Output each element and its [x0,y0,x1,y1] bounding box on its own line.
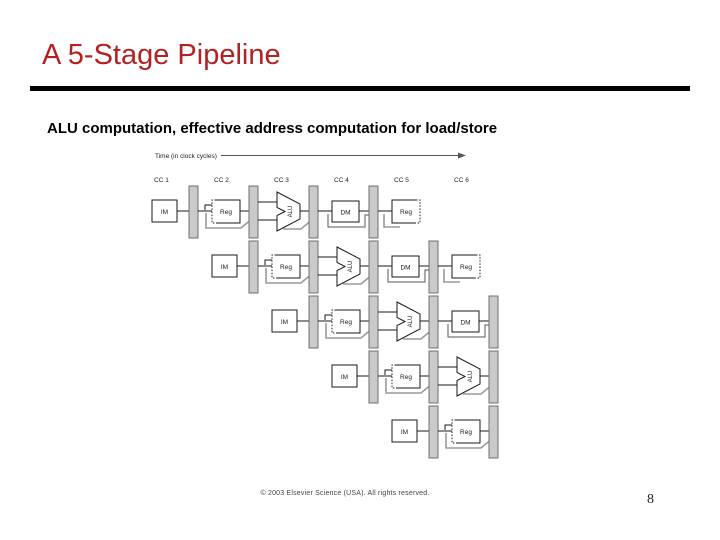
stage-box-reg-dashed-edge [416,199,421,224]
pipeline-register-bar [248,240,259,294]
stage-label-alu: ALU [288,206,294,218]
pipeline-register-bar [368,295,379,349]
reg-read-decor [445,433,494,449]
stage-box-reg-dashed-edge [451,419,456,444]
reg-write-decor [443,269,460,283]
reg-read-decor [205,213,254,229]
stage-label-reg: Reg [220,209,232,216]
stage-label-reg: Reg [400,374,412,381]
pipeline-register-bar [368,185,379,239]
stage-label-im: IM [401,429,408,436]
clock-cycle-label: CC 4 [334,177,349,184]
stage-box-reg [391,199,416,224]
stage-box-reg-bg [452,255,480,278]
stage-box-reg-bg [392,200,420,223]
pipeline-register-bar [428,240,439,294]
pipeline-register-bar [488,350,499,404]
slide-title: A 5-Stage Pipeline [42,39,281,71]
stage-alu [456,356,481,397]
pipeline-register-bar [188,185,199,239]
title-underline [30,86,690,91]
stage-box-reg-bg [452,420,480,443]
stage-label-dm: DM [460,320,470,327]
time-axis-label: Time (in clock cycles) [155,153,217,160]
pipeline-register-bar [488,295,499,349]
reg-input-bracket [444,424,452,430]
stage-box-reg-dashed-edge [331,309,336,334]
reg-read-decor [265,268,314,284]
reg-write-decor [383,214,400,228]
pipeline-register-bar [428,350,439,404]
stage-label-im: IM [341,374,348,381]
reg-input-bracket [264,259,272,265]
stage-label-im: IM [221,264,228,271]
stage-box-reg-dashed-edge [211,199,216,224]
time-axis-arrowhead-icon [458,152,466,159]
reg-read-decor [385,378,434,394]
pipeline-register-bar [308,185,319,239]
reg-read-decor [325,323,374,339]
clock-cycle-label: CC 1 [154,177,169,184]
stage-box-reg [451,254,476,279]
pipeline-register-bar [308,295,319,349]
stage-label-reg: Reg [280,264,292,271]
stage-label-alu: ALU [408,316,414,328]
reg-input-bracket [324,314,332,320]
clock-cycle-label: CC 3 [274,177,289,184]
stage-box-reg-dashed-edge [271,254,276,279]
stage-label-im: IM [161,209,168,216]
stage-box-reg-dashed-edge [391,364,396,389]
reg-input-bracket [384,369,392,375]
pipeline-register-bar [308,240,319,294]
stage-label-reg: Reg [340,319,352,326]
pipeline-register-bar [368,350,379,404]
stage-box-reg-dashed-edge [476,254,481,279]
stage-alu [276,191,301,232]
stage-box-reg-bg [212,200,240,223]
pipeline-register-bar [428,405,439,459]
stage-alu [336,246,361,287]
stage-box-reg-bg [332,310,360,333]
slide-subtitle: ALU computation, effective address compu… [47,120,498,137]
stage-box-reg-bg [392,365,420,388]
pipeline-register-bar [248,185,259,239]
stage-label-reg: Reg [400,209,412,216]
clock-cycle-label: CC 6 [454,177,469,184]
clock-cycle-label: CC 5 [394,177,409,184]
dm-bypass-decor [447,324,489,338]
pipeline-register-bar [368,240,379,294]
stage-label-reg: Reg [460,264,472,271]
dm-bypass-decor [387,269,429,283]
stage-label-dm: DM [400,265,410,272]
stage-label-alu: ALU [348,261,354,273]
page-number: 8 [647,492,654,507]
copyright-text: © 2003 Elsevier Science (USA). All right… [260,490,430,497]
stage-label-dm: DM [340,210,350,217]
stage-label-reg: Reg [460,429,472,436]
stage-label-im: IM [281,319,288,326]
pipeline-register-bar [428,295,439,349]
stage-label-alu: ALU [468,371,474,383]
dm-bypass-decor [327,214,369,228]
stage-box-reg-bg [272,255,300,278]
clock-cycle-label: CC 2 [214,177,229,184]
reg-input-bracket [204,204,212,210]
pipeline-register-bar [488,405,499,459]
stage-alu [396,301,421,342]
